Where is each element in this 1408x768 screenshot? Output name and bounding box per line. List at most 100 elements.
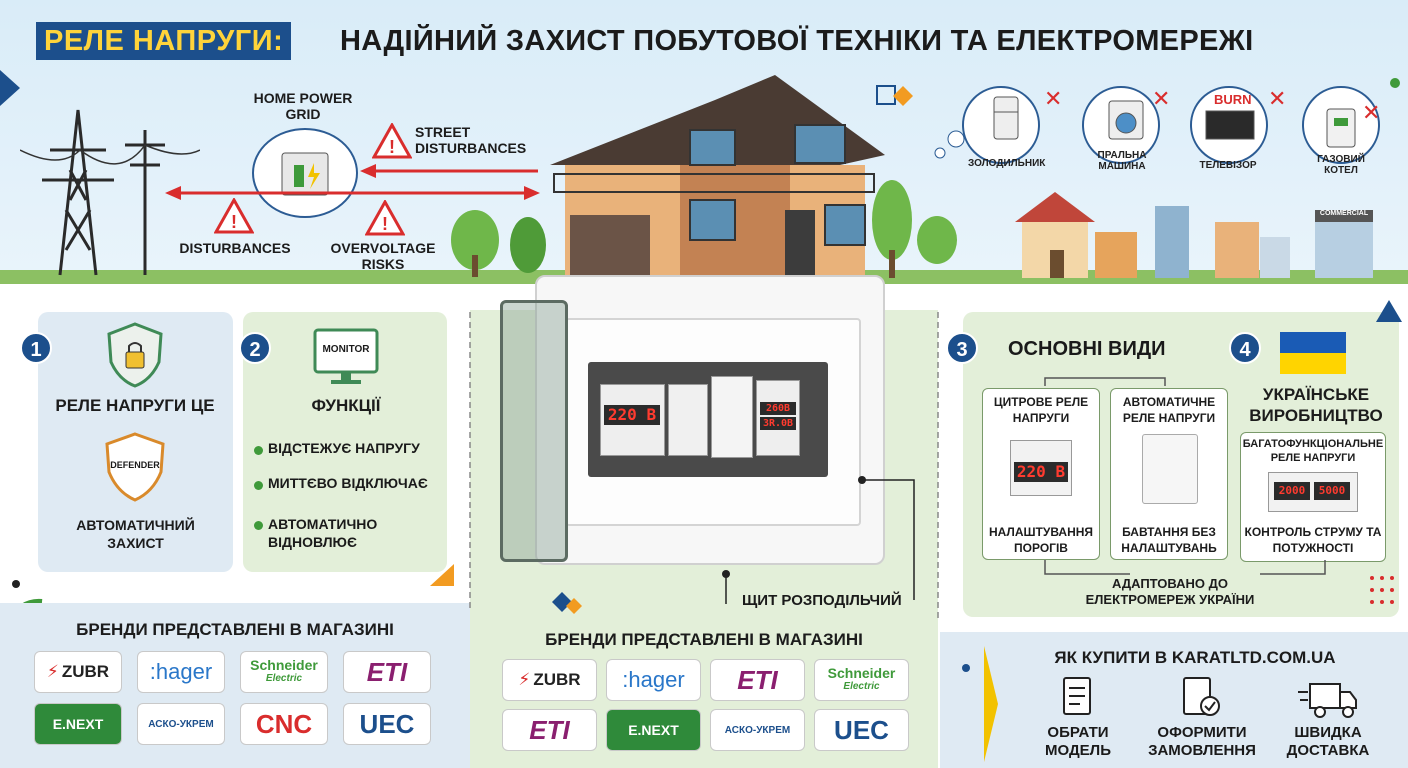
power-tower-icon (20, 109, 200, 276)
breaker-module (711, 376, 753, 458)
title-highlight: РЕЛЕ НАПРУГИ: (36, 22, 292, 60)
arrow-double-icon (165, 186, 540, 200)
relay-display: 5000 (1314, 482, 1350, 500)
tv-icon (1205, 110, 1255, 140)
callout-line (858, 476, 915, 600)
divider (469, 312, 471, 612)
overvoltage-risks-label: OVERVOLTAGE RISKS (330, 240, 436, 272)
appliance-label: ТЕЛЕВІЗОР (1199, 160, 1257, 171)
brand-asko[interactable]: АСКО-УКРЕМ (137, 703, 225, 745)
section1-number: 1 (20, 332, 52, 364)
commercial-sign: COMMERCIAL (1319, 210, 1369, 217)
card-title: ЦИТРОВЕ РЕЛЕ НАПРУГИ (993, 395, 1089, 425)
shield-lock-icon (107, 322, 163, 388)
brands-center-title: БРЕНДИ ПРЕДСТАВЛЕНІ В МАГАЗИНІ (545, 630, 863, 649)
brand-zubr[interactable]: ⚡ZUBR (502, 659, 597, 701)
brands-left-title: БРЕНДИ ПРЕДСТАВЛЕНІ В МАГАЗИНІ (76, 620, 394, 639)
card-caption: БАВТАННЯ БЕЗ НАЛАШТУВАНЬ (1121, 525, 1217, 555)
bullet-icon (254, 446, 263, 455)
section1-title: РЕЛЕ НАПРУГИ ЦЕ (55, 396, 215, 415)
bullet-icon (254, 481, 263, 490)
appliance-label: ЗОЛОДИЛЬНИК (968, 158, 1046, 169)
card-title: БАГАТОФУНКЦІОНАЛЬНЕ РЕЛЕ НАПРУГИ (1242, 438, 1384, 464)
section2-number: 2 (239, 332, 271, 364)
x-icon: ✕ (1044, 86, 1063, 111)
brand-cnc[interactable]: CNC (240, 703, 328, 745)
defender-shield-icon (105, 432, 165, 502)
document-icon (1063, 677, 1091, 715)
connector-lines (1044, 377, 1166, 386)
appliance-label: ПРАЛЬНА МАШИНА (1097, 150, 1147, 172)
burn-tag: BURN (1214, 92, 1252, 107)
title-text: НАДІЙНИЙ ЗАХИСТ ПОБУТОВОЇ ТЕХНІКИ ТА ЕЛЕ… (340, 25, 1254, 57)
section2-title: ФУНКЦІЇ (311, 396, 381, 415)
town-illustration (1015, 192, 1373, 278)
house-illustration (550, 75, 885, 282)
section1-caption: АВТОМАТИЧНИЙ ЗАХИСТ (76, 517, 195, 551)
x-icon: ✕ (1362, 100, 1381, 125)
buy-step: ОБРАТИ МОДЕЛЬ (1045, 724, 1111, 759)
relay-type-card[interactable] (1110, 388, 1228, 560)
divider (937, 312, 939, 622)
monitor-icon (313, 328, 379, 384)
brand-eti[interactable]: ETI (343, 651, 431, 693)
section3-number: 3 (946, 332, 978, 364)
x-icon: ✕ (1152, 86, 1171, 111)
board-door[interactable] (500, 300, 568, 562)
brand-enext[interactable]: E.NEXT (606, 709, 701, 751)
bullet-icon (254, 521, 263, 530)
brand-hager[interactable]: :hager (137, 651, 225, 693)
arrow-shape-icon (962, 646, 998, 762)
fridge-icon (993, 96, 1019, 140)
ukraine-flag-icon (1280, 332, 1346, 374)
warning-icon: ! (214, 198, 254, 234)
brand-hager[interactable]: :hager (606, 659, 701, 701)
warning-icon: ! (365, 200, 405, 236)
relay-display: 260B (760, 402, 796, 415)
corner-triangle-icon (1376, 300, 1402, 322)
tree-icon (451, 210, 546, 277)
relay-display: 2000 (1274, 482, 1310, 500)
order-check-icon (1183, 677, 1220, 716)
brand-asko[interactable]: АСКО-УКРЕМ (710, 709, 805, 751)
brand-enext[interactable]: E.NEXT (34, 703, 122, 745)
brand-eti[interactable]: ETI (502, 709, 597, 751)
function-item: АВТОМАТИЧНО ВІДНОВЛЮЄ (268, 516, 378, 550)
relay-display: 220 B (1014, 462, 1068, 482)
section3-footer: АДАПТОВАНО ДО ЕЛЕКТРОМЕРЕЖ УКРАЇНИ (1085, 576, 1255, 607)
relay-display: 220 B (604, 405, 660, 425)
corner-dot-icon (1390, 78, 1400, 88)
automatic-relay-image (1142, 434, 1198, 504)
tree-icon (872, 180, 957, 278)
appliance-label: ГАЗОВИЙ КОТЕЛ (1317, 154, 1365, 176)
brand-uec[interactable]: UEC (814, 709, 909, 751)
card-title: АВТОМАТИЧНЕ РЕЛЕ НАПРУГИ (1122, 395, 1216, 425)
washing-machine-icon (1108, 100, 1144, 140)
relay-display: 3R.0B (760, 417, 796, 430)
corner-triangle-icon (430, 564, 454, 586)
gas-boiler-icon (1326, 108, 1356, 148)
buy-title: ЯК КУПИТИ В KARATLTD.COM.UA (1054, 648, 1336, 667)
brand-uec[interactable]: UEC (343, 703, 431, 745)
power-grid-panel-icon (252, 128, 358, 218)
function-item: ВІДСТЕЖУЄ НАПРУГУ (268, 440, 420, 456)
warning-icon: ! (372, 123, 412, 159)
buy-step: ШВИДКА ДОСТАВКА (1286, 724, 1370, 759)
card-caption: НАЛАШТУВАННЯ ПОРОГІВ (988, 525, 1094, 555)
connector-lines (1044, 560, 1326, 575)
thought-dots-icon (934, 130, 965, 159)
street-disturbances-label: STREET DISTURBANCES (415, 124, 527, 156)
svg-text:!: ! (231, 212, 237, 232)
card-caption: КОНТРОЛЬ СТРУМУ ТА ПОТУЖНОСТІ (1244, 525, 1382, 555)
section4-title: УКРАЇНСЬКЕ ВИРОБНИЦТВО (1249, 385, 1383, 425)
breaker-module (668, 384, 708, 456)
brand-zubr[interactable]: ⚡ZUBR (34, 651, 122, 693)
brand-eti[interactable]: ETI (710, 659, 805, 701)
defender-badge: DEFENDER (110, 460, 160, 470)
x-icon: ✕ (1268, 86, 1287, 111)
buy-step: ОФОРМИТИ ЗАМОВЛЕННЯ (1148, 724, 1256, 759)
svg-text:!: ! (389, 137, 395, 157)
delivery-truck-icon (1298, 683, 1357, 718)
